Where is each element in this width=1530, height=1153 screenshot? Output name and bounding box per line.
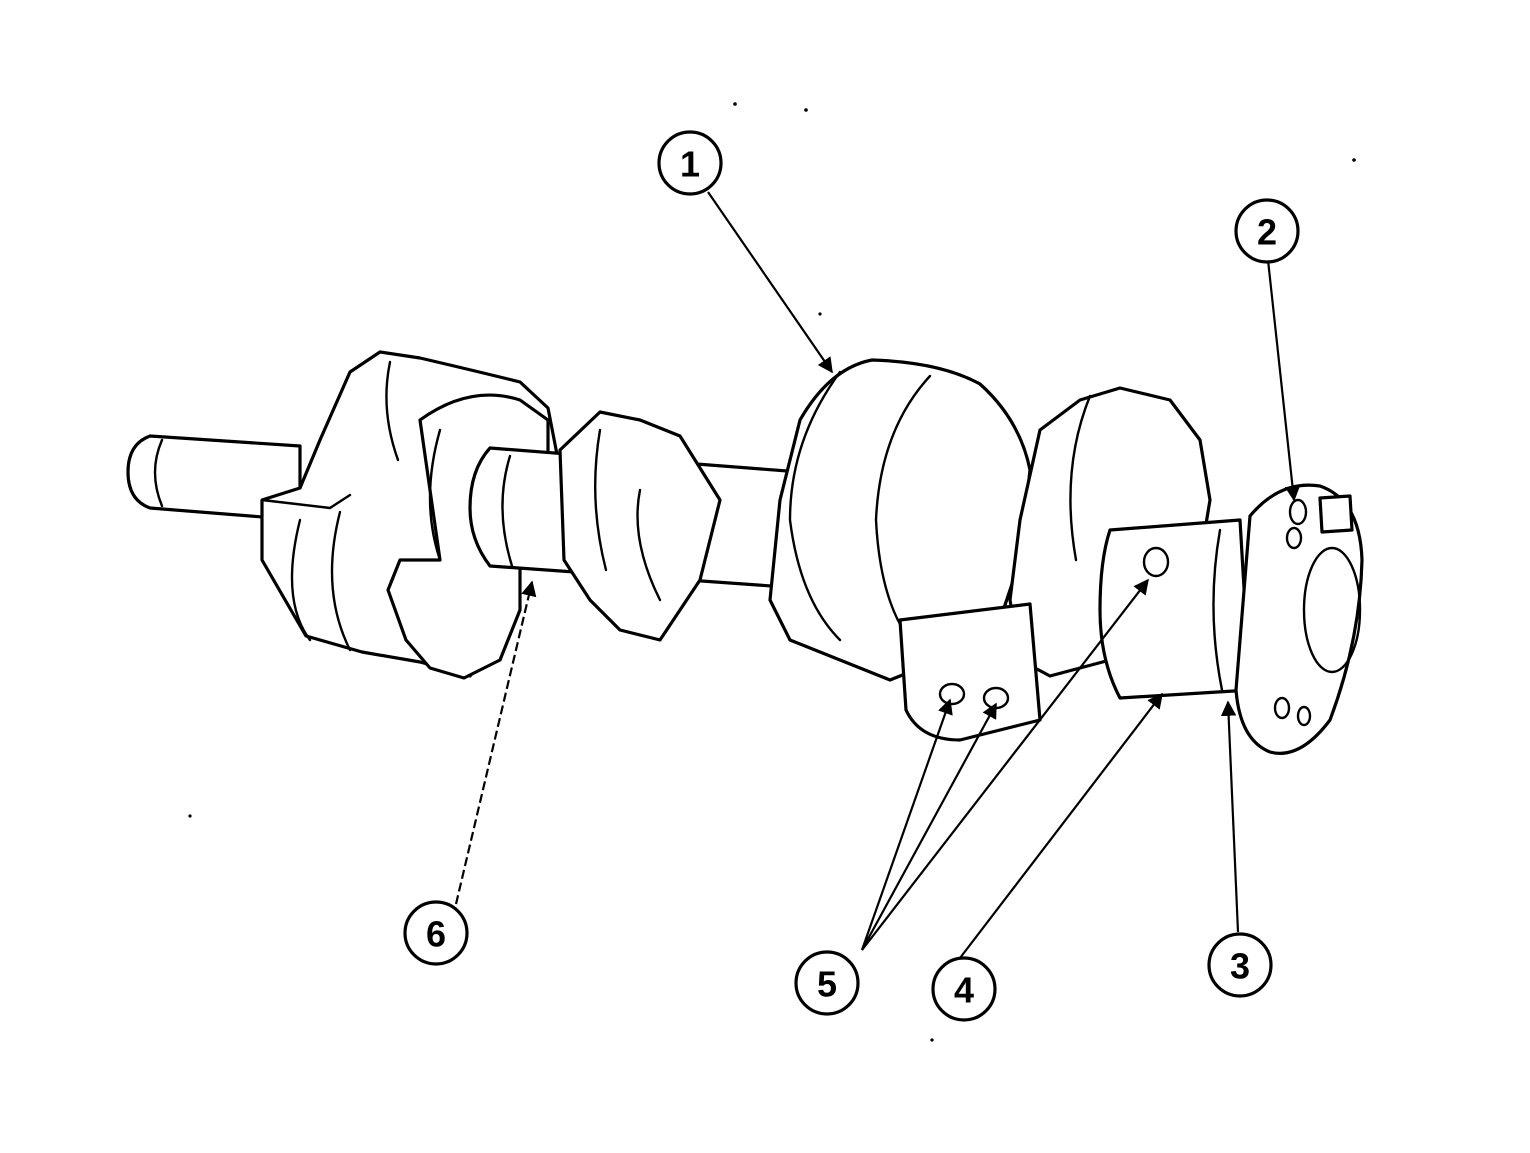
leader-lines <box>454 191 1301 959</box>
leader-5c <box>861 578 1149 951</box>
callout-6-label: 6 <box>426 914 446 955</box>
callout-6: 6 <box>403 900 469 966</box>
callout-2: 2 <box>1234 198 1300 264</box>
leader-5b <box>861 702 997 951</box>
front-snout <box>126 434 302 522</box>
leader-5a <box>860 698 953 951</box>
crankshaft-illustration <box>126 350 1364 755</box>
rear-main-journal <box>1098 518 1252 700</box>
rod-journal <box>898 602 1042 742</box>
callout-2-label: 2 <box>1257 212 1277 253</box>
callout-4-label: 4 <box>954 970 974 1011</box>
callout-1: 1 <box>657 130 723 196</box>
callout-3: 3 <box>1207 932 1273 998</box>
leader-2 <box>1266 259 1301 502</box>
callout-5: 5 <box>794 950 860 1016</box>
leader-1 <box>707 191 833 374</box>
scan-specks <box>188 102 1356 1042</box>
callout-5-label: 5 <box>817 964 837 1005</box>
leader-4 <box>959 692 1163 959</box>
leader-6 <box>454 580 537 905</box>
callout-3-label: 3 <box>1230 946 1250 987</box>
middle-left-web <box>558 410 722 642</box>
callout-4: 4 <box>931 956 997 1022</box>
callout-1-label: 1 <box>680 144 700 185</box>
rear-flange <box>1234 483 1364 755</box>
callouts: 1 2 3 4 5 6 <box>403 130 1300 1022</box>
leader-3 <box>1220 700 1240 933</box>
